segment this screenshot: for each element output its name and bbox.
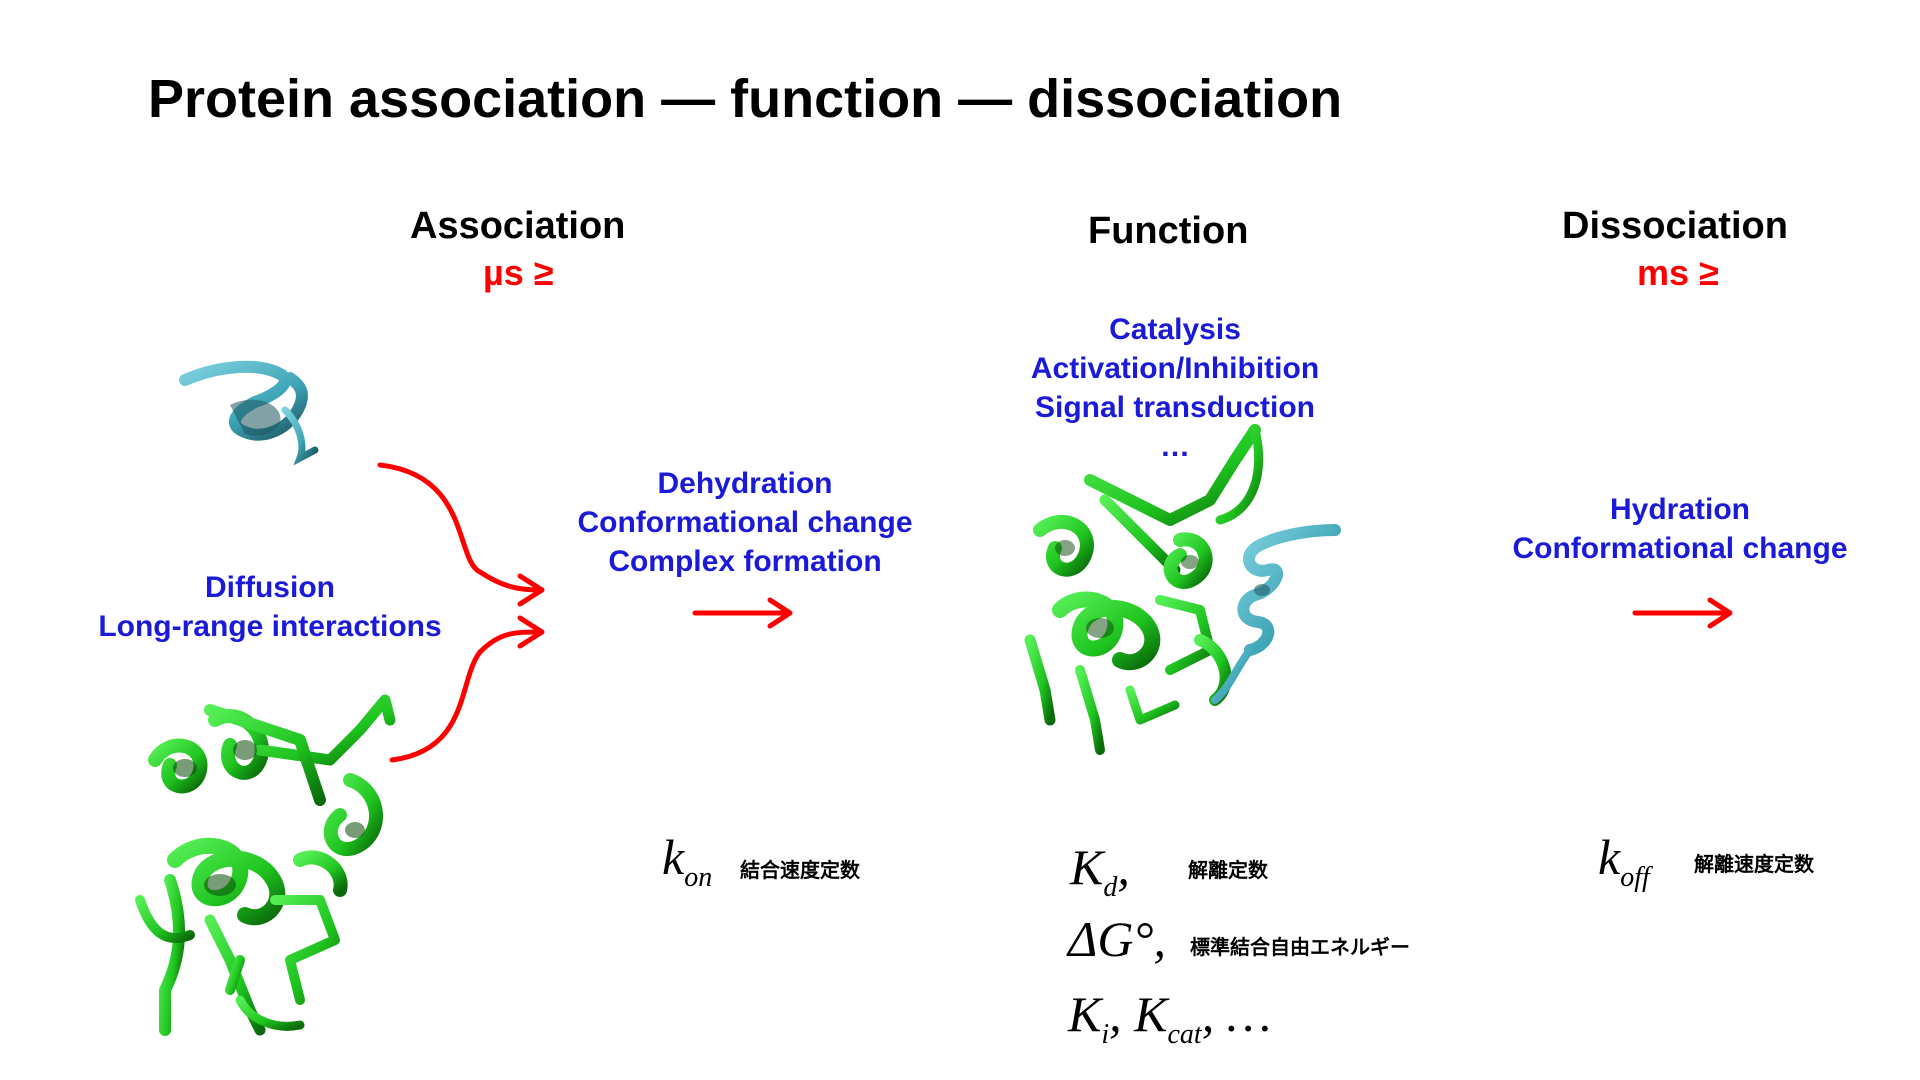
protein-cartoon-left [135,694,396,1036]
note-line: … [1160,430,1190,463]
converging-arrow-top [377,462,545,607]
function-heading: Function [1088,210,1249,252]
note-line: Activation/Inhibition [1030,352,1320,385]
kd-symbol: Kd, [1070,839,1130,903]
note-line: Signal transduction [1034,391,1316,424]
dissociation-heading: Dissociation [1562,205,1788,247]
dissociation-notes: Hydration Conformational change [1495,490,1865,568]
note-line: Long-range interactions [98,610,442,643]
peptide-cartoon [179,360,319,466]
delta-g-label: 標準結合自由エネルギー [1190,937,1410,959]
function-notes: Catalysis Activation/Inhibition Signal t… [1010,310,1340,466]
note-line: Dehydration [657,467,833,500]
note-line: Diffusion [205,571,335,604]
association-process-notes: Dehydration Conformational change Comple… [560,464,930,581]
dissociation-timescale: ms ≥ [1637,252,1719,293]
association-heading: Association [410,205,626,247]
protein-shading-left [173,740,365,896]
slide-title: Protein association ― function ― dissoci… [148,69,1343,129]
association-timescale: µs ≥ [483,252,554,293]
complex-cartoon [1024,424,1341,755]
koff-symbol: koff [1598,829,1650,893]
note-line: Conformational change [1512,532,1848,565]
note-line: Conformational change [577,506,913,539]
arrow-function-to-dissociation [1632,597,1733,629]
ki-kcat-symbols: Ki, Kcat, … [1068,986,1272,1050]
kd-label: 解離定数 [1188,860,1268,882]
koff-label: 解離速度定数 [1694,854,1814,876]
delta-g-symbol: ΔG°, [1068,911,1166,967]
arrow-association-to-function [692,597,793,629]
note-line: Hydration [1609,493,1750,526]
kon-label: 結合速度定数 [740,860,860,882]
note-line: Complex formation [608,545,882,578]
diffusion-notes: Diffusion Long-range interactions [80,568,460,646]
kon-symbol: kon [662,829,713,893]
converging-arrow-bottom [389,615,545,763]
note-line: Catalysis [1109,313,1241,346]
